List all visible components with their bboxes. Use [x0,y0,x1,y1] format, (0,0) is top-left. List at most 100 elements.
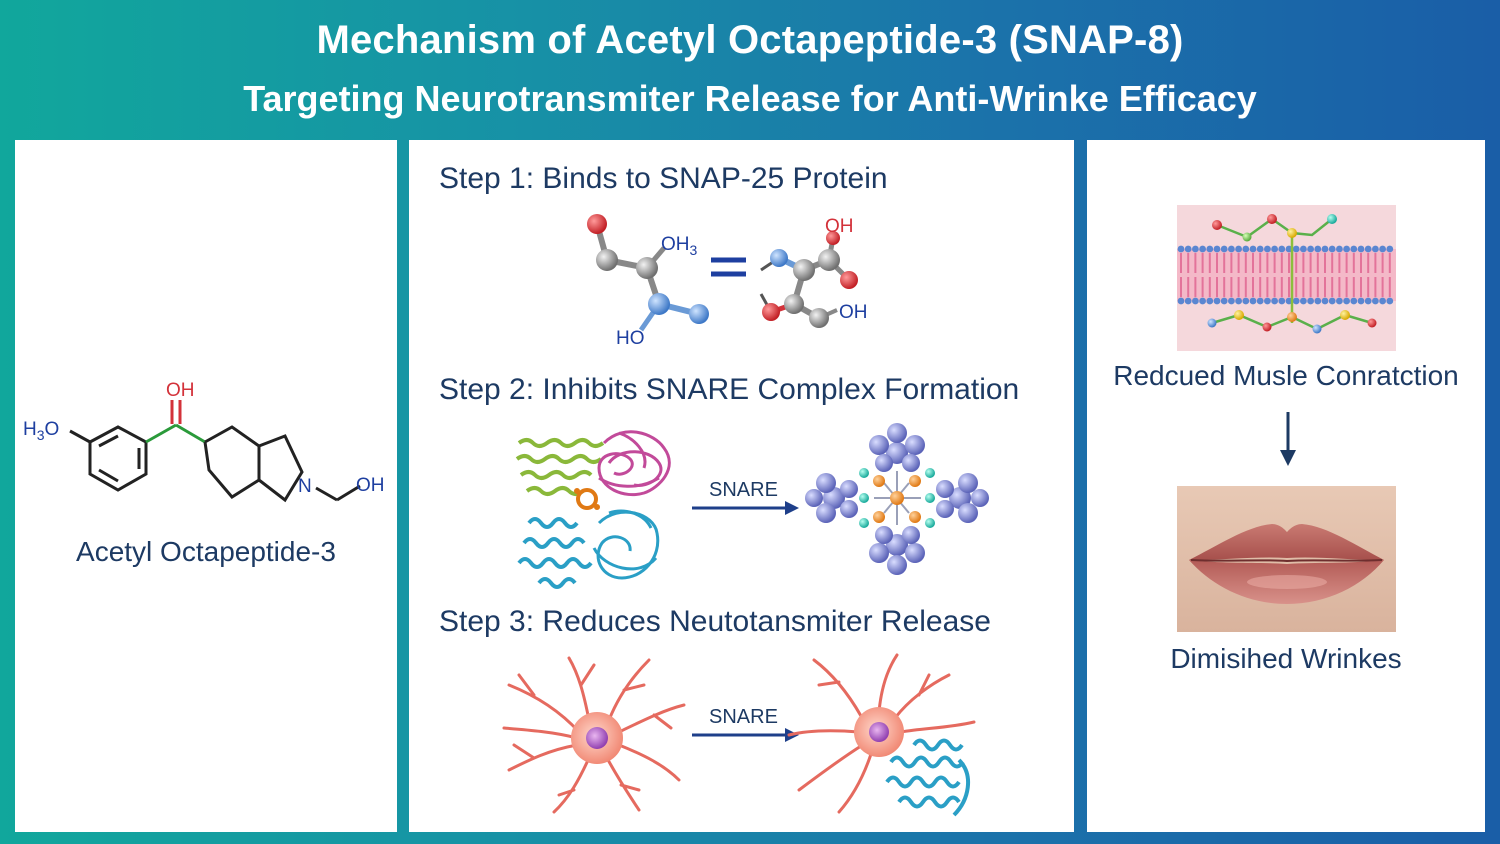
amino-acid-bead [1234,310,1244,320]
step-3-title: Step 3: Reduces Neutotansmiter Release [439,605,991,638]
ho-label: HO [616,328,645,349]
lipid-head [1292,245,1300,253]
benzene-inner-bond [98,434,119,448]
lipid-head [1386,297,1394,305]
lipid-head [1192,297,1199,305]
benzene-ring [88,425,148,492]
neuron-left-dendrites [502,656,686,814]
lipid-head [1343,297,1350,305]
lipid-heads: (function(){ var g = document.currentScr… [1177,245,1394,305]
nitrogen-atom [770,249,788,267]
amino-acid-bead [1340,310,1350,320]
lipid-head [1357,245,1365,253]
step-1-title: Step 1: Binds to SNAP-25 Protein [439,162,888,195]
amino-acid-bead [1267,214,1277,224]
carbon-atom [818,249,840,271]
blocking-helix-bundle [885,738,971,817]
lipid-head [1199,245,1206,253]
lipid-head [1307,297,1314,305]
upper-lip [1189,524,1384,560]
lipid-head [1228,245,1235,253]
lipid-head [1350,297,1358,305]
lips-image [1177,486,1396,632]
lipid-head [1314,297,1322,305]
lipid-head [1213,245,1221,253]
amino-acid-bead [1242,232,1252,242]
lipid-head [1220,245,1228,253]
lipid-head [1177,297,1185,305]
neuron-left-nucleus [586,727,608,749]
green-helix-bundle [515,438,605,496]
muscle-contraction-caption: Redcued Musle Conratction [1113,360,1459,391]
lipid-head [1300,297,1307,305]
mechanism-panel: Step 1: Binds to SNAP-25 Protein Step 2:… [409,140,1074,832]
lipid-head [1350,245,1358,253]
compound-panel: OH H3O N OH Acetyl Octapeptide-3 [15,140,397,832]
lipid-head [1271,297,1278,305]
amino-acid-bead [1327,214,1337,224]
methoxy-bond [69,429,91,444]
lipid-head [1328,245,1336,253]
nitrogen-atom [689,304,709,324]
lipid-head [1278,297,1286,305]
lipid-head [1249,245,1257,253]
carbon-atom [809,308,829,328]
amine-bond [315,486,338,502]
lipid-head [1264,297,1271,305]
lipid-head [1177,245,1185,253]
lipid-head [1220,297,1228,305]
oxygen-atom [762,303,780,321]
pink-coil-domain [597,430,671,497]
h3o-label: H3O [23,419,59,443]
alcohol-bond [336,484,361,502]
lip-line [1190,559,1383,563]
oh-label: OH [839,302,868,323]
lipid-head [1292,297,1300,305]
step-3-illustration: SNARE [502,653,976,817]
ketone-bond-left [145,423,177,444]
amino-acid-bead [1287,228,1297,238]
neuron-right-nucleus [869,722,889,742]
oh-label-right: OH [356,475,385,496]
oh3-label: OH3 [661,234,698,258]
lipid-head [1285,245,1293,253]
lipid-head [1328,297,1336,305]
header: Mechanism of Acetyl Octapeptide-3 (SNAP-… [0,0,1500,135]
lipid-head [1235,297,1242,305]
lipid-head [1336,297,1343,305]
lipid-head [1285,297,1293,305]
page-subtitle: Targeting Neurotransmiter Release for An… [243,78,1257,119]
lipid-head [1372,245,1379,253]
lipid-head [1184,297,1192,305]
cyclopentane-ring [203,425,261,499]
amino-acid-bead [1212,220,1222,230]
snare-label: SNARE [709,479,778,501]
wrinkles-caption: Dimisihed Wrinkes [1170,643,1402,674]
oxygen-atom [826,231,840,245]
lipid-head [1199,297,1206,305]
snare-arrowhead [785,501,799,515]
step-1-illustration: OH3 HO OH OH [587,214,868,349]
lipid-head [1206,297,1214,305]
lipid-head [1213,297,1221,305]
lipid-head [1184,245,1192,253]
nitrogen-atom [648,293,670,315]
lipid-head [1307,245,1314,253]
lipid-head [1357,297,1365,305]
compound-name: Acetyl Octapeptide-3 [76,536,336,567]
amino-acid-bead [1367,318,1377,328]
lipid-head [1336,245,1343,253]
oxygen-atom [587,214,607,234]
lipid-head [1386,245,1394,253]
carbon-atom [636,257,658,279]
lipid-head [1278,245,1286,253]
lip-highlight [1247,575,1327,589]
lipid-head [1321,297,1329,305]
carbon-atom [596,249,618,271]
lipid-head [1372,297,1379,305]
blue-helix-bundle [517,517,593,589]
lipid-head [1264,245,1271,253]
lipid-head [1364,297,1372,305]
lipid-head [1271,245,1278,253]
lipid-head [1379,245,1386,253]
